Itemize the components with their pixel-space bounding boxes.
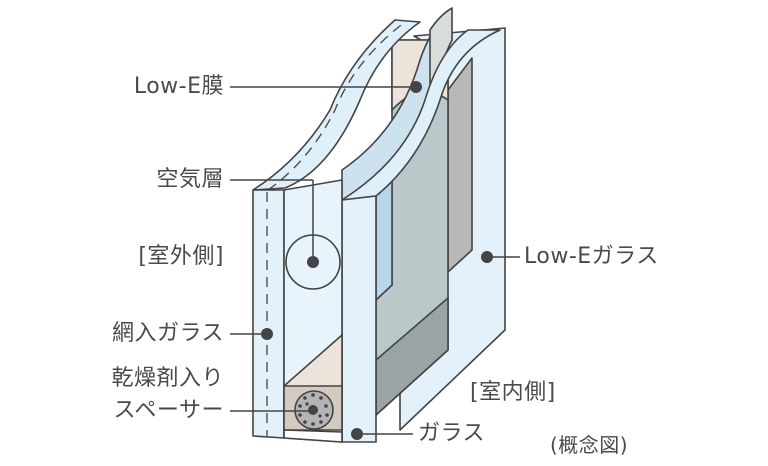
- spacer-bottom: [283, 429, 343, 443]
- label-low-e-film: Low-E膜: [133, 74, 224, 99]
- marker-glass: [351, 428, 363, 440]
- marker-low-e-film: [410, 81, 422, 93]
- label-air-layer: 空気層: [156, 167, 224, 192]
- label-glass: ガラス: [418, 421, 486, 446]
- label-low-e-glass: Low-Eガラス: [524, 244, 659, 269]
- desiccant-dots: [298, 393, 329, 426]
- label-wired-glass: 網入ガラス: [111, 321, 224, 346]
- label-outdoor-side: [室外側]: [138, 244, 224, 269]
- front-glass-vertical: [341, 195, 377, 443]
- wired-glass-vertical: [252, 189, 285, 439]
- marker-air-layer: [307, 256, 319, 268]
- label-desiccant-spacer-1: 乾燥剤入り: [111, 366, 224, 391]
- wired-glass-dashes: [267, 21, 406, 191]
- desiccant-core: [308, 405, 318, 415]
- label-indoor-side: [室内側]: [470, 380, 556, 405]
- label-concept-note: (概念図): [550, 433, 629, 457]
- label-desiccant-spacer-2: スペーサー: [113, 398, 224, 423]
- front-glass-curve: [341, 29, 501, 201]
- marker-wired-glass: [261, 328, 273, 340]
- gray-side-panel: [447, 57, 473, 273]
- marker-low-e-glass: [481, 251, 493, 263]
